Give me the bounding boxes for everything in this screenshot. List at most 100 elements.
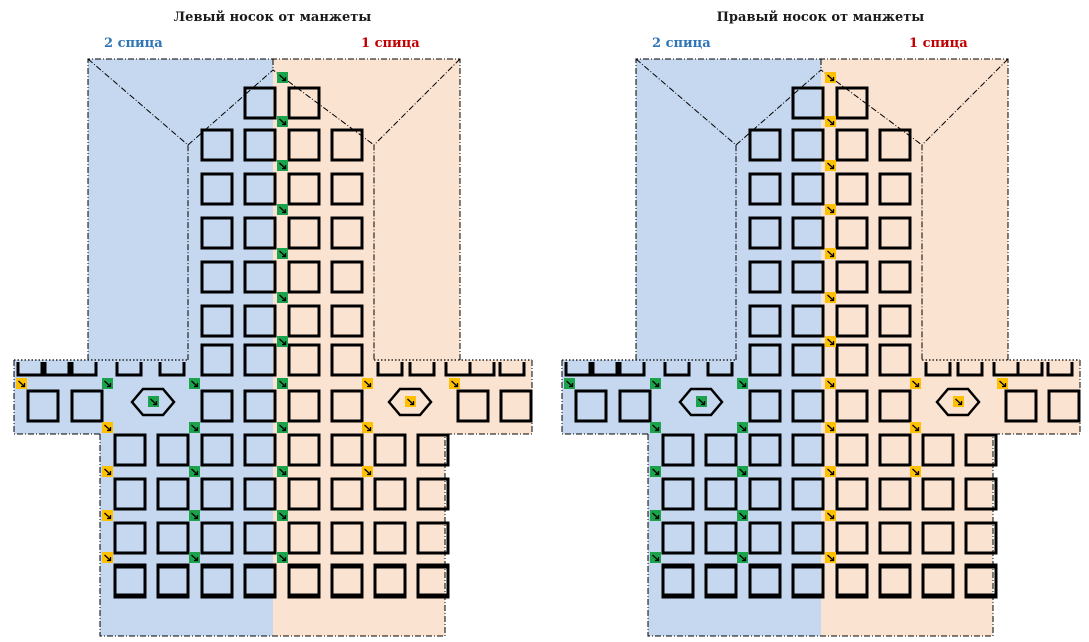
stitch-square bbox=[791, 172, 825, 206]
stitch-square bbox=[704, 433, 738, 467]
stitch-square bbox=[287, 86, 321, 120]
stitch-square bbox=[243, 260, 277, 294]
stitch-square bbox=[200, 304, 234, 338]
arrow-icon bbox=[277, 336, 288, 347]
stitch-square-partial bbox=[16, 362, 44, 377]
stitch-square bbox=[791, 86, 825, 120]
stitch-square bbox=[200, 521, 234, 555]
arrow-icon bbox=[650, 378, 661, 389]
stitch-square bbox=[243, 521, 277, 555]
stitch-square bbox=[200, 563, 234, 597]
stitch-square bbox=[243, 477, 277, 511]
stitch-square bbox=[243, 216, 277, 250]
stitch-square-partial bbox=[376, 362, 404, 377]
stitch-square bbox=[156, 521, 190, 555]
stitch-square-partial bbox=[956, 362, 984, 377]
arrow-icon bbox=[189, 466, 200, 477]
needle-1-label: 1 спица bbox=[361, 36, 420, 51]
stitch-square-partial bbox=[591, 362, 619, 377]
arrow-icon bbox=[277, 510, 288, 521]
stitch-square bbox=[287, 128, 321, 162]
stitch-square bbox=[287, 304, 321, 338]
stitch-square-partial bbox=[663, 362, 691, 377]
arrow-icon bbox=[277, 422, 288, 433]
arrow-icon bbox=[825, 292, 836, 303]
stitch-square bbox=[835, 260, 869, 294]
stitch-square bbox=[791, 477, 825, 511]
stitch-square bbox=[964, 563, 998, 597]
stitch-square bbox=[964, 477, 998, 511]
hexagon-icon bbox=[678, 387, 724, 417]
arrow-icon bbox=[825, 466, 836, 477]
stitch-square bbox=[287, 216, 321, 250]
arrow-icon bbox=[362, 466, 373, 477]
stitch-square bbox=[878, 172, 912, 206]
arrow-icon bbox=[650, 510, 661, 521]
stitch-square bbox=[835, 86, 869, 120]
stitch-square bbox=[330, 304, 364, 338]
stitch-square bbox=[748, 389, 782, 423]
stitch-square bbox=[921, 563, 955, 597]
stitch-square-partial bbox=[115, 362, 143, 377]
stitch-square bbox=[748, 521, 782, 555]
right-sock-diagram: Правый носок от манжеты 2 спица 1 спица bbox=[548, 0, 1089, 642]
arrow-icon bbox=[277, 466, 288, 477]
stitch-square bbox=[574, 389, 608, 423]
stitch-square bbox=[287, 433, 321, 467]
stitch-square bbox=[200, 128, 234, 162]
stitch-square bbox=[243, 433, 277, 467]
arrow-icon bbox=[825, 510, 836, 521]
stitch-square bbox=[1004, 389, 1038, 423]
stitch-square bbox=[704, 477, 738, 511]
stitch-square bbox=[200, 216, 234, 250]
arrow-icon bbox=[277, 248, 288, 259]
arrow-icon bbox=[16, 378, 27, 389]
stitch-square bbox=[373, 563, 407, 597]
needle-1-area bbox=[273, 59, 532, 636]
stitch-square bbox=[243, 343, 277, 377]
arrow-icon bbox=[277, 160, 288, 171]
fold-line bbox=[635, 58, 737, 360]
arrow-icon bbox=[737, 510, 748, 521]
stitch-square bbox=[878, 128, 912, 162]
arrow-icon bbox=[825, 248, 836, 259]
stitch-square bbox=[243, 128, 277, 162]
arrow-icon bbox=[564, 378, 575, 389]
stitch-square bbox=[835, 128, 869, 162]
stitch-square-partial bbox=[618, 362, 646, 377]
stitch-square bbox=[373, 433, 407, 467]
fold-line bbox=[735, 69, 923, 146]
stitch-square bbox=[330, 216, 364, 250]
arrow-icon bbox=[737, 466, 748, 477]
arrow-icon bbox=[737, 552, 748, 563]
arrow-icon bbox=[277, 204, 288, 215]
stitch-square bbox=[835, 216, 869, 250]
arrow-icon bbox=[825, 160, 836, 171]
stitch-square bbox=[456, 389, 490, 423]
stitch-square bbox=[243, 389, 277, 423]
arrow-icon bbox=[102, 466, 113, 477]
arrow-icon bbox=[910, 378, 921, 389]
stitch-square bbox=[330, 260, 364, 294]
stitch-square bbox=[921, 433, 955, 467]
stitch-square bbox=[330, 389, 364, 423]
arrow-icon bbox=[189, 510, 200, 521]
stitch-square bbox=[330, 128, 364, 162]
stitch-square bbox=[113, 477, 147, 511]
arrow-icon bbox=[277, 72, 288, 83]
stitch-square bbox=[791, 389, 825, 423]
arrow-icon bbox=[650, 466, 661, 477]
stitch-square bbox=[330, 563, 364, 597]
arrow-icon bbox=[696, 396, 707, 407]
hexagon-icon bbox=[935, 387, 981, 417]
diagram-title: Правый носок от манжеты bbox=[716, 10, 925, 25]
stitch-square bbox=[373, 477, 407, 511]
stitch-square bbox=[791, 433, 825, 467]
needle-2-label: 2 спица bbox=[104, 36, 163, 51]
outline-right-wing bbox=[993, 360, 1081, 435]
stitch-square bbox=[70, 389, 104, 423]
stitch-square bbox=[878, 433, 912, 467]
stitch-square bbox=[618, 389, 652, 423]
stitch-square bbox=[200, 389, 234, 423]
stitch-square bbox=[704, 521, 738, 555]
